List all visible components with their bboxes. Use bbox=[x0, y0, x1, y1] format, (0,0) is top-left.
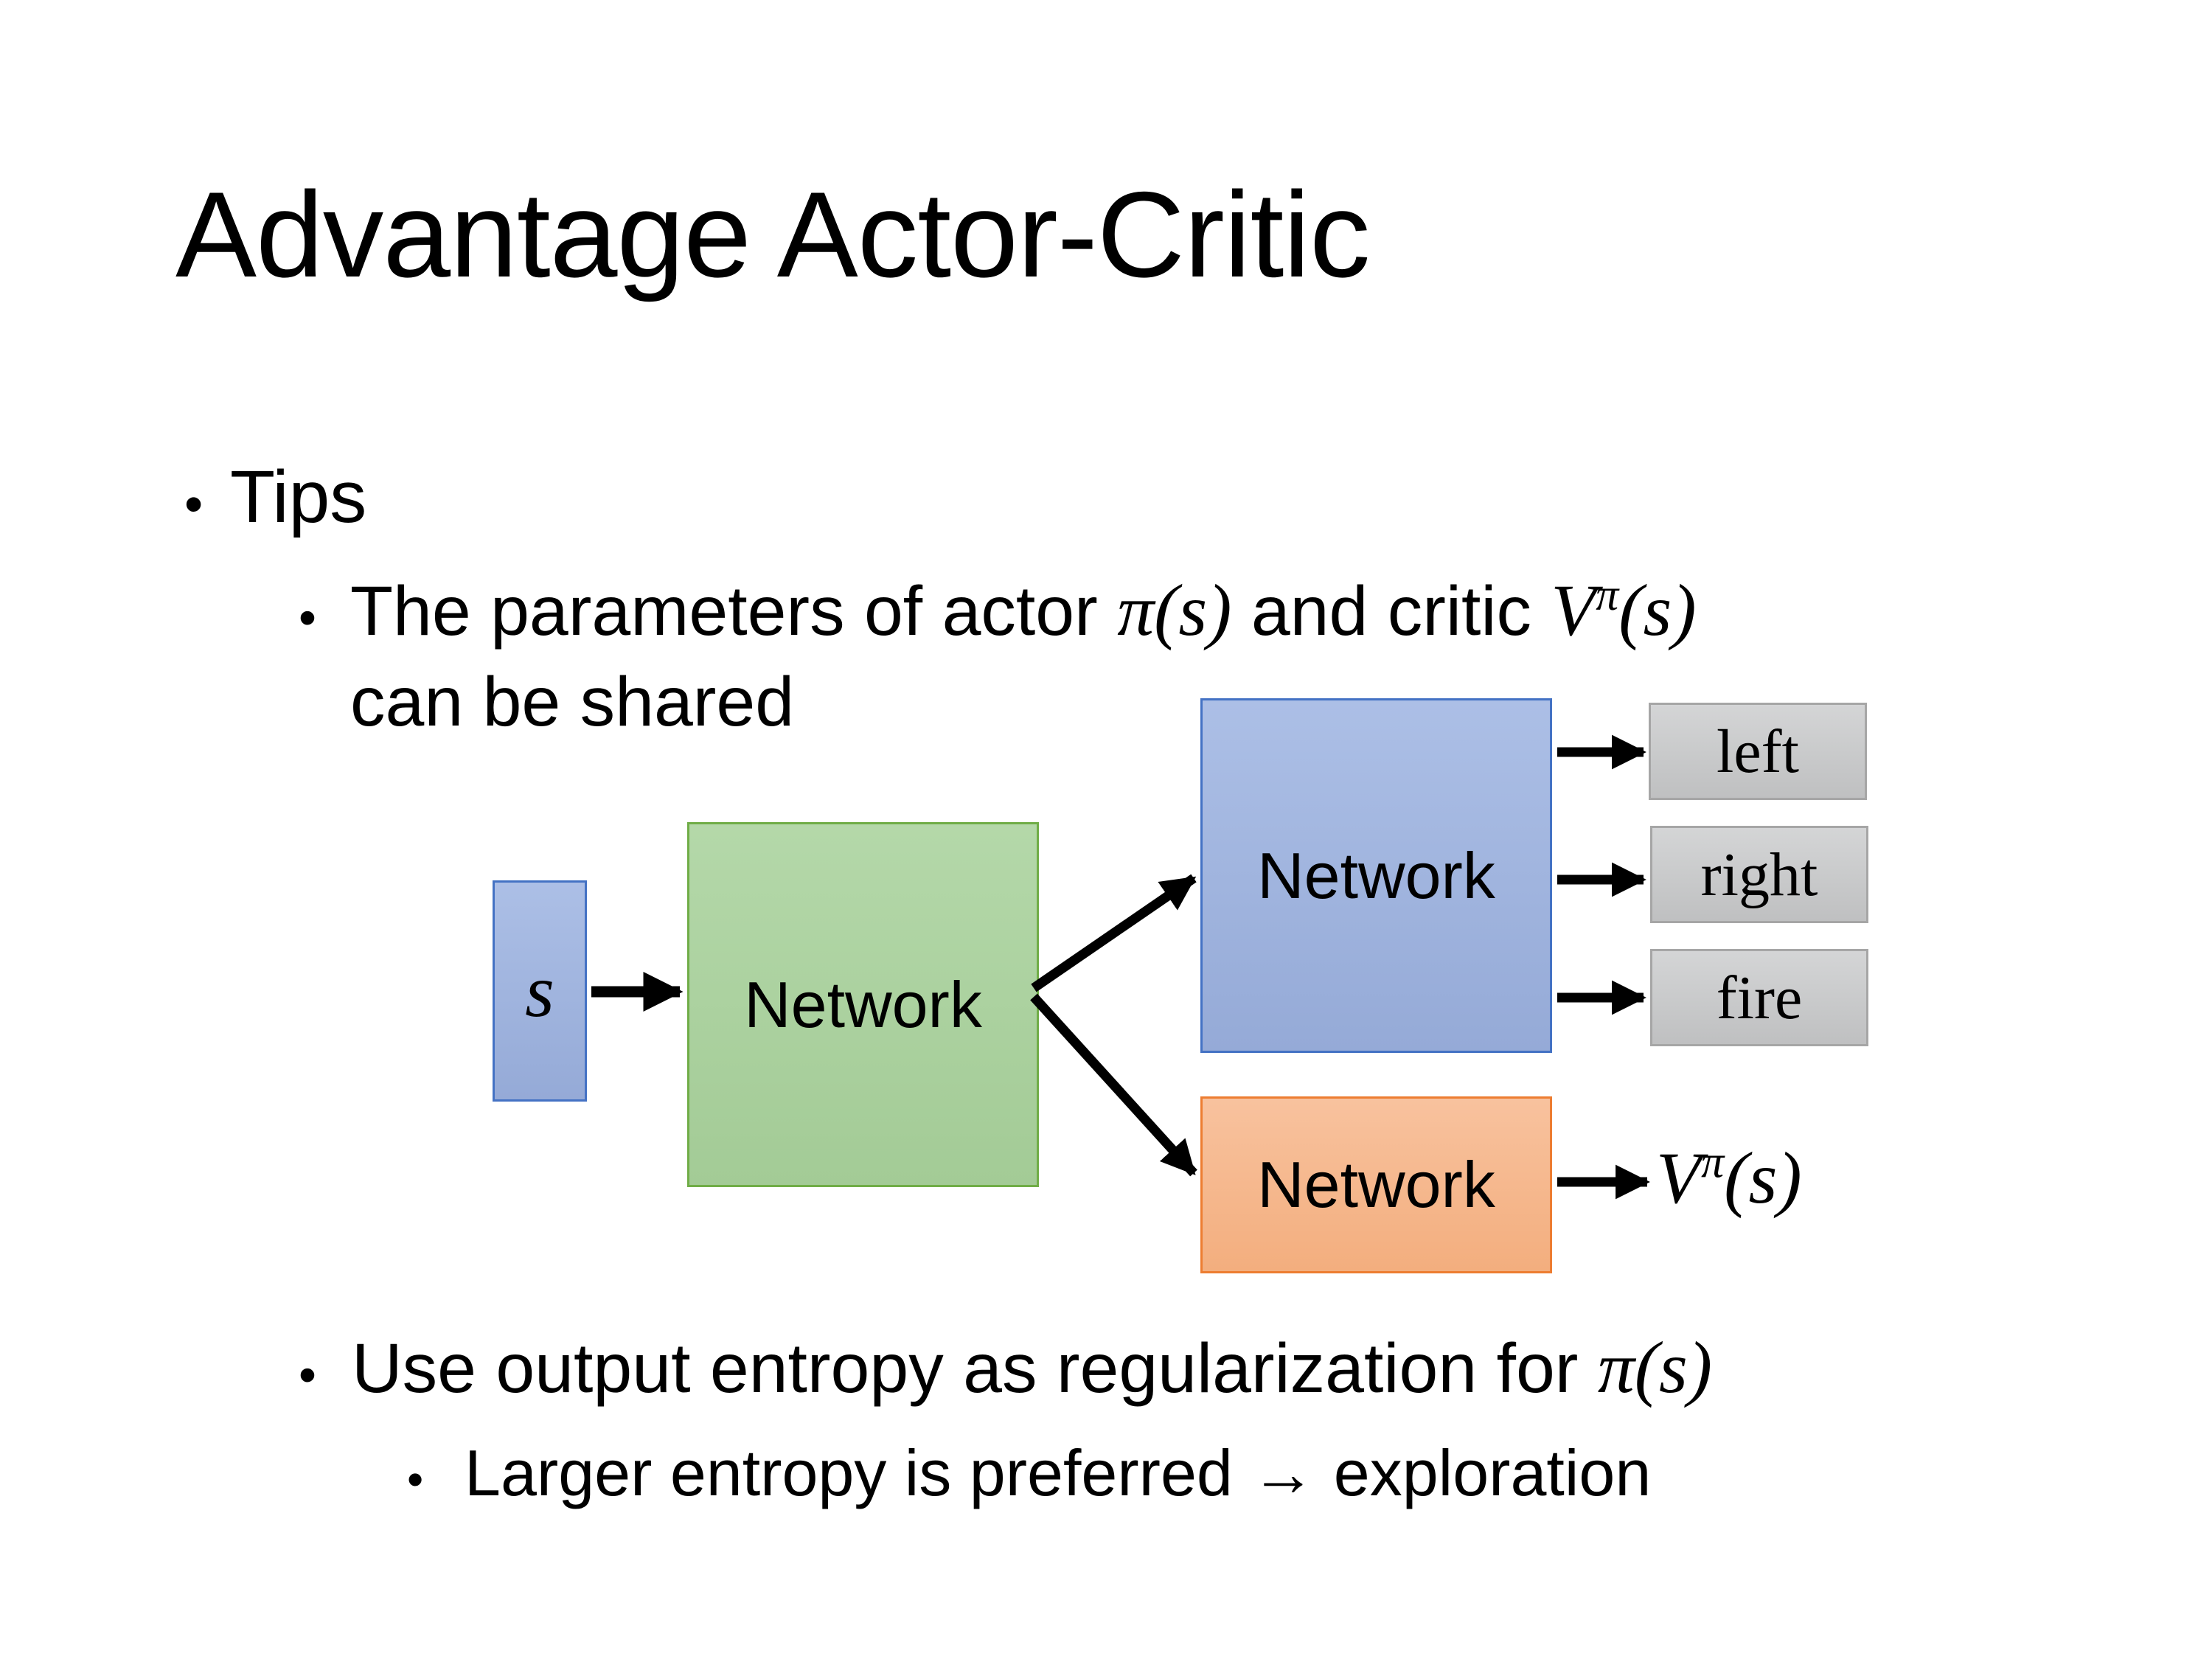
bullet-glyph: • bbox=[407, 1454, 424, 1506]
bullet-tips-text: Tips bbox=[230, 456, 367, 538]
state-input-box: s bbox=[493, 880, 587, 1102]
value-output-formula: Vπ(s) bbox=[1656, 1137, 1802, 1215]
critic-network-label: Network bbox=[1257, 1148, 1495, 1221]
shared-network-label: Network bbox=[744, 967, 982, 1041]
bullet-parameters-text: The parameters of actor π(s) and critic … bbox=[350, 565, 1697, 657]
action-fire-label: fire bbox=[1716, 963, 1803, 1032]
bullet-parameters-line2: can be shared bbox=[350, 658, 794, 746]
v-args: (s) bbox=[1618, 569, 1697, 651]
critic-network-box: Network bbox=[1200, 1096, 1552, 1273]
action-box-left: left bbox=[1649, 703, 1867, 800]
pi-s-formula: π(s) bbox=[1117, 569, 1232, 651]
bullet-larger-entropy: • Larger entropy is preferred → explorat… bbox=[407, 1433, 1651, 1514]
arrow-shared-to-critic bbox=[1030, 993, 1197, 1177]
bullet-glyph: • bbox=[299, 590, 316, 646]
parameters-text-prefix: The parameters of actor bbox=[350, 572, 1118, 650]
entropy-text-prefix: Use output entropy as regularization for bbox=[352, 1329, 1598, 1408]
bullet-entropy-text: Use output entropy as regularization for… bbox=[352, 1322, 1712, 1414]
bullet-tips: • Tips bbox=[184, 451, 366, 543]
page-title: Advantage Actor-Critic bbox=[175, 167, 1371, 302]
v-pi-s-formula: Vπ(s) bbox=[1551, 569, 1696, 651]
value-args: (s) bbox=[1724, 1137, 1802, 1219]
v-base: V bbox=[1551, 569, 1596, 651]
action-left-label: left bbox=[1717, 717, 1799, 786]
bullet-glyph: • bbox=[299, 1347, 316, 1403]
bullet-parameters: • The parameters of actor π(s) and criti… bbox=[299, 565, 1697, 657]
arrow-shared-to-actor bbox=[1031, 874, 1197, 992]
pi-superscript: π bbox=[1596, 569, 1619, 620]
bullet-larger-entropy-text: Larger entropy is preferred → exploratio… bbox=[465, 1436, 1652, 1509]
state-label: s bbox=[525, 949, 554, 1033]
bullet-parameters-line2-text: can be shared bbox=[350, 663, 795, 741]
action-right-label: right bbox=[1700, 840, 1818, 909]
value-pi-superscript: π bbox=[1701, 1137, 1725, 1188]
bullet-glyph: • bbox=[184, 475, 204, 534]
action-box-right: right bbox=[1650, 826, 1868, 923]
shared-network-box: Network bbox=[687, 822, 1039, 1187]
actor-network-box: Network bbox=[1200, 698, 1552, 1053]
actor-network-label: Network bbox=[1257, 838, 1495, 912]
pi-s-formula: π(s) bbox=[1597, 1326, 1713, 1408]
parameters-text-mid: and critic bbox=[1231, 572, 1551, 650]
bullet-entropy: • Use output entropy as regularization f… bbox=[299, 1322, 1712, 1414]
action-box-fire: fire bbox=[1650, 949, 1868, 1046]
value-base: V bbox=[1656, 1137, 1702, 1219]
